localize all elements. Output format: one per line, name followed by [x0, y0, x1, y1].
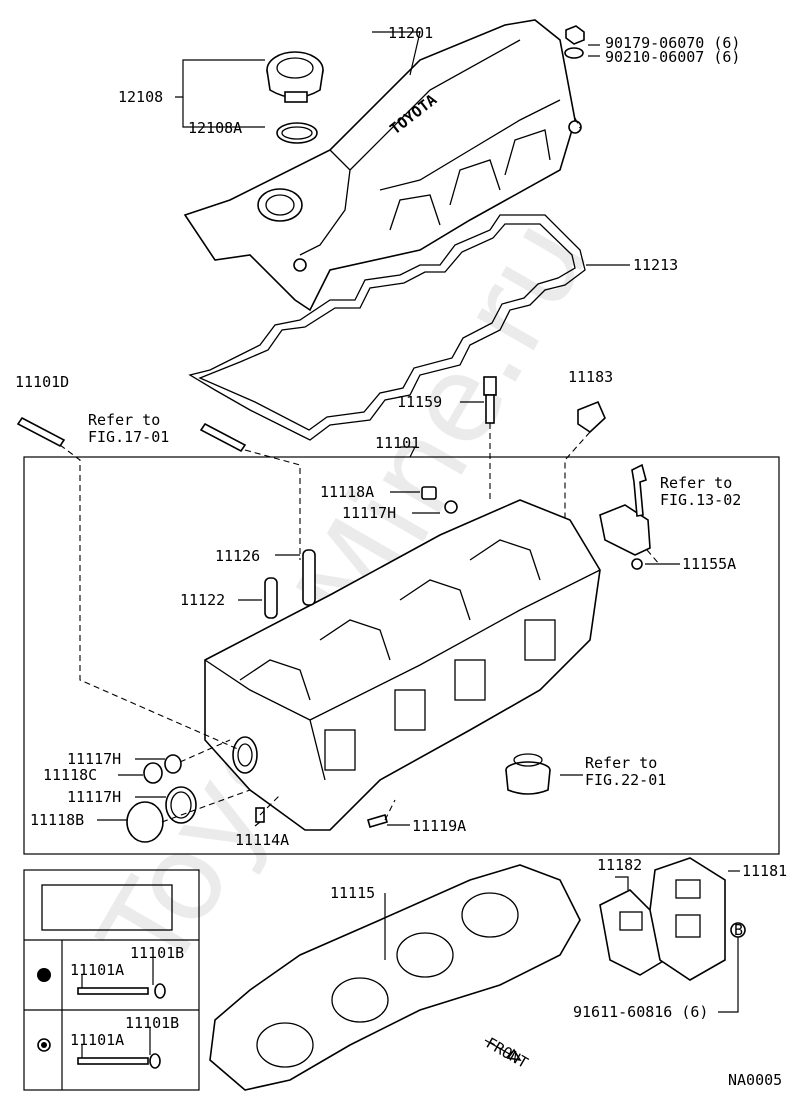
valve-cover: TOYOTA	[183, 19, 582, 312]
label-11101d: 11101D	[15, 373, 69, 391]
label-nut: 90179-06070 (6)	[605, 34, 740, 52]
legend-label-a1: 11101A	[70, 961, 124, 979]
plug-11159	[483, 376, 497, 424]
label-11182: 11182	[597, 856, 642, 874]
label-11159: 11159	[397, 393, 442, 411]
pin-11126	[302, 549, 316, 606]
label-11183: 11183	[568, 368, 613, 386]
label-11118a: 11118A	[320, 483, 374, 501]
front-arrow: FRONT	[483, 1034, 531, 1072]
label-11118c: 11118C	[43, 766, 97, 784]
label-11119a: 11119A	[412, 817, 466, 835]
pin-11119a	[367, 814, 388, 828]
stud-11101d	[16, 416, 247, 453]
cup-plug	[505, 753, 551, 795]
label-12108a: 12108A	[188, 119, 242, 137]
legend-label-b2: 11101B	[125, 1014, 179, 1032]
legend-label-b1: 11101B	[130, 944, 184, 962]
dashed-guides	[59, 117, 661, 823]
cylinder-head	[204, 499, 601, 831]
label-11155a: 11155A	[682, 555, 736, 573]
label-washer: 90210-06007 (6)	[605, 48, 740, 66]
callout-b-text: B	[734, 921, 743, 939]
pin-11122	[264, 577, 278, 619]
label-ref22-2: FIG.22-01	[585, 771, 666, 789]
part-labels: 11201 12108 12108A 90179-06070 (6) 90210…	[15, 24, 787, 1089]
label-11114a: 11114A	[235, 831, 289, 849]
leader-lines	[81, 31, 740, 1058]
label-91611: 91611-60816 (6)	[573, 1003, 708, 1021]
label-11118b: 11118B	[30, 811, 84, 829]
label-11201: 11201	[388, 24, 433, 42]
nut-washer	[564, 25, 585, 59]
head-gasket	[209, 864, 581, 1091]
label-ref17-2: FIG.17-01	[88, 428, 169, 446]
label-ref13-2: FIG.13-02	[660, 491, 741, 509]
label-11101: 11101	[375, 434, 420, 452]
legend-solid-dot	[37, 968, 51, 982]
label-ref22-1: Refer to	[585, 754, 657, 772]
label-11115: 11115	[330, 884, 375, 902]
cylinder-head-box	[23, 456, 780, 855]
label-11126: 11126	[215, 547, 260, 565]
label-ref13-1: Refer to	[660, 474, 732, 492]
key-11183	[577, 400, 606, 434]
cover-gasket	[188, 214, 586, 441]
left-plugs	[126, 754, 197, 843]
label-12108: 12108	[118, 88, 163, 106]
cap-gasket	[276, 122, 318, 144]
label-11213: 11213	[633, 256, 678, 274]
bracket-11155a	[599, 504, 651, 556]
oil-filler-cap	[266, 51, 324, 103]
label-11117h-a: 11117H	[67, 750, 121, 768]
label-11117h-b: 11117H	[67, 788, 121, 806]
legend-label-a2: 11101A	[70, 1031, 124, 1049]
label-ref17-1: Refer to	[88, 411, 160, 429]
plug-11118a	[421, 486, 458, 514]
plate-11181	[649, 857, 726, 981]
label-11181: 11181	[742, 862, 787, 880]
label-11117h-top: 11117H	[342, 504, 396, 522]
diagram-id: NA0005	[728, 1071, 782, 1089]
label-11122: 11122	[180, 591, 225, 609]
legend-box	[23, 869, 200, 1091]
bolt-ref13	[631, 463, 647, 517]
svg-text:FRONT: FRONT	[483, 1034, 531, 1072]
